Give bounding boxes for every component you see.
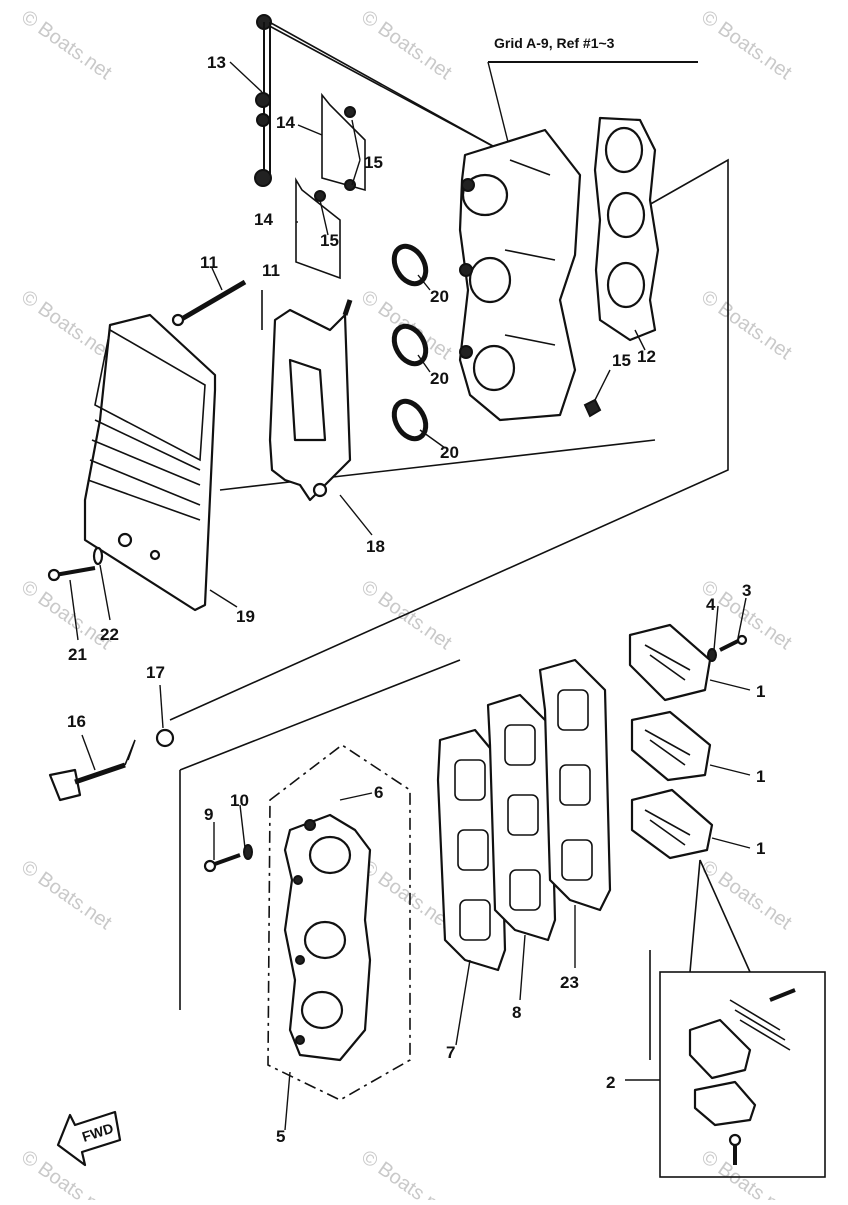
watermark: © Boats.net <box>697 856 796 934</box>
callout-7: 7 <box>446 1043 455 1062</box>
part-23-gasket <box>538 658 612 912</box>
callout-1: 1 <box>756 682 765 701</box>
callout-20: 20 <box>430 369 449 388</box>
grid-reference: Grid A-9, Ref #1~3 <box>487 35 698 151</box>
callout-2: 2 <box>606 1073 615 1092</box>
grid-reference-label: Grid A-9, Ref #1~3 <box>494 35 615 51</box>
part-19-silencer-cover <box>83 313 217 612</box>
watermark: © Boats.net <box>17 856 116 934</box>
callout-12: 12 <box>637 347 656 366</box>
part-11-bolt <box>171 279 247 327</box>
part-18-bracket-plate <box>268 299 353 502</box>
callout-18: 18 <box>366 537 385 556</box>
callout-15: 15 <box>364 153 383 172</box>
watermark: © Boats.net <box>357 1146 456 1200</box>
part-17-clip <box>155 728 175 748</box>
callout-4: 4 <box>706 595 716 614</box>
assembly-outline-upper <box>169 17 729 721</box>
callout-20: 20 <box>430 287 449 306</box>
callout-14: 14 <box>276 113 295 132</box>
callout-14: 14 <box>254 210 273 229</box>
part-10-washer <box>243 844 253 860</box>
callout-1: 1 <box>756 767 765 786</box>
callout-9: 9 <box>204 805 213 824</box>
part-1-reed-valve <box>628 623 714 860</box>
part-3-screw <box>719 634 748 652</box>
part-4-washer <box>707 648 717 662</box>
part-12-gasket <box>593 116 660 342</box>
callout-1: 1 <box>756 839 765 858</box>
watermark: © Boats.net <box>697 286 796 364</box>
watermark: © Boats.net <box>17 1146 116 1200</box>
callout-16: 16 <box>67 712 86 731</box>
callout-6: 6 <box>374 783 383 802</box>
callout-21: 21 <box>68 645 87 664</box>
callout-11: 11 <box>200 253 218 272</box>
watermark: © Boats.net <box>17 286 116 364</box>
leader-lines <box>69 61 751 1131</box>
watermark: © Boats.net <box>697 1146 796 1200</box>
watermark: © Boats.net <box>697 6 796 84</box>
callout-23: 23 <box>560 973 579 992</box>
callout-20: 20 <box>440 443 459 462</box>
part-21-screw <box>47 566 96 582</box>
part-20-o-ring <box>391 243 429 442</box>
callout-15: 15 <box>320 231 339 250</box>
carburetor-assembly <box>458 128 582 422</box>
part-5-intake-manifold <box>267 744 411 1101</box>
part-2-detail-box <box>659 859 826 1178</box>
callouts: 13 14 15 14 15 11 11 20 20 20 15 12 18 1… <box>67 53 765 1146</box>
callout-8: 8 <box>512 1003 521 1022</box>
callout-22: 22 <box>100 625 119 644</box>
part-14-bracket <box>295 92 366 280</box>
part-8-gasket <box>486 693 557 942</box>
callout-11: 11 <box>262 261 280 280</box>
fwd-direction-arrow: FWD <box>56 1110 122 1167</box>
part-7-gasket <box>436 728 507 972</box>
assembly-outline-lower <box>179 659 651 1060</box>
callout-19: 19 <box>236 607 255 626</box>
callout-3: 3 <box>742 581 751 600</box>
callout-15: 15 <box>612 351 631 370</box>
callout-17: 17 <box>146 663 165 682</box>
watermark: © Boats.net <box>357 6 456 84</box>
part-13-rod <box>254 14 272 187</box>
watermarks: © Boats.net © Boats.net © Boats.net © Bo… <box>17 6 796 1205</box>
part-16-choke-knob <box>48 739 136 802</box>
watermark: © Boats.net <box>357 576 456 654</box>
callout-5: 5 <box>276 1127 285 1146</box>
part-22-washer <box>92 546 104 566</box>
callout-10: 10 <box>230 791 249 810</box>
callout-13: 13 <box>207 53 226 72</box>
watermark: © Boats.net <box>17 6 116 84</box>
part-9-bolt <box>203 853 241 873</box>
